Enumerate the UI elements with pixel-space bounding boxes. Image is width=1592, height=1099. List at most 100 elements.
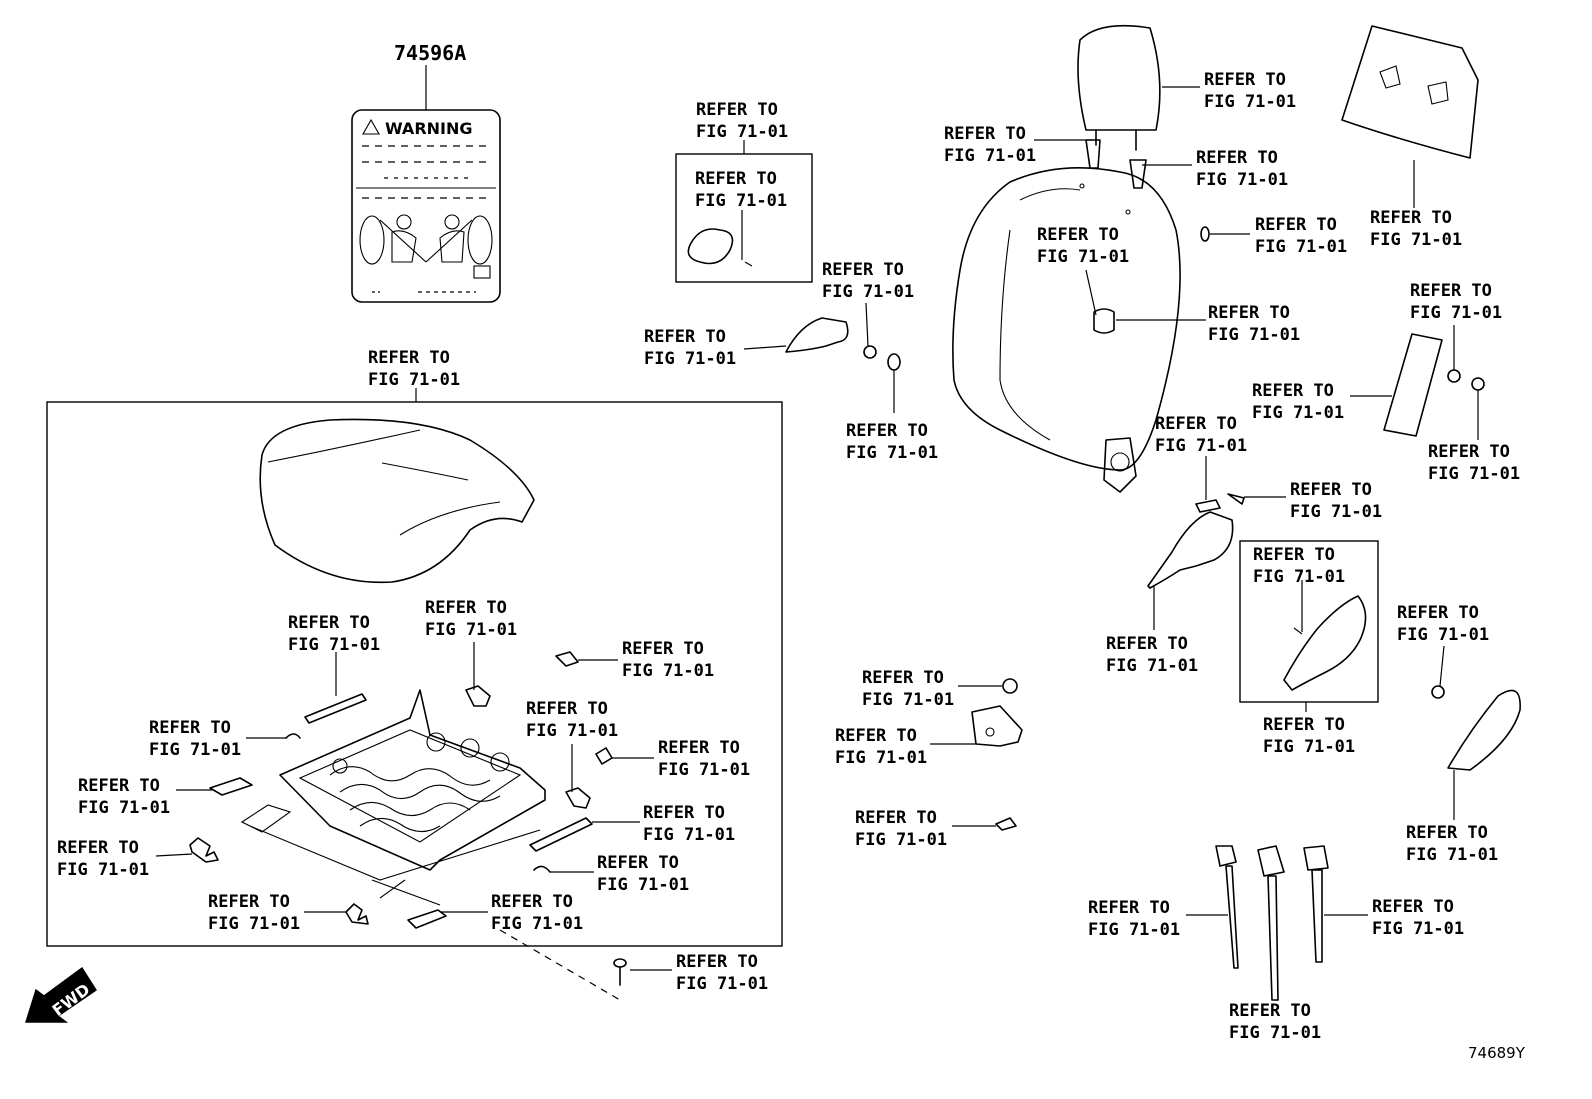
callout[interactable]: REFER TO FIG 71-01 bbox=[822, 260, 914, 302]
headrest[interactable] bbox=[1077, 24, 1161, 151]
callout[interactable]: REFER TO FIG 71-01 bbox=[1204, 70, 1296, 112]
center-bolt-part[interactable] bbox=[1002, 678, 1018, 694]
recliner-cover-part[interactable] bbox=[1283, 595, 1367, 691]
callout[interactable]: REFER TO FIG 71-01 bbox=[835, 726, 927, 768]
callout[interactable]: REFER TO FIG 71-01 bbox=[1397, 603, 1489, 645]
ring-part[interactable] bbox=[1200, 226, 1210, 242]
cable-tie-a[interactable] bbox=[1215, 845, 1239, 969]
callout[interactable]: REFER TO FIG 71-01 bbox=[1155, 414, 1247, 456]
headrest-guide-left[interactable] bbox=[1085, 139, 1101, 169]
seat-cushion-pad[interactable] bbox=[259, 418, 535, 584]
callout[interactable]: REFER TO FIG 71-01 bbox=[1263, 715, 1355, 757]
callout-line1: REFER TO bbox=[597, 853, 679, 873]
recliner-mechanism[interactable] bbox=[1103, 437, 1137, 493]
callout-line2: FIG 71-01 bbox=[846, 443, 938, 463]
callout[interactable]: REFER TO FIG 71-01 bbox=[696, 100, 788, 142]
callout-line1: REFER TO bbox=[1370, 208, 1452, 228]
warning-text: WARNING bbox=[385, 119, 473, 138]
callout[interactable]: REFER TO FIG 71-01 bbox=[1370, 208, 1462, 250]
side-cover-part[interactable] bbox=[1383, 333, 1443, 437]
spring-bar-part[interactable] bbox=[304, 693, 367, 724]
callout[interactable]: REFER TO FIG 71-01 bbox=[944, 124, 1036, 166]
callout[interactable]: REFER TO FIG 71-01 bbox=[1290, 480, 1382, 522]
callout[interactable]: REFER TO FIG 71-01 bbox=[1406, 823, 1498, 865]
callout[interactable]: REFER TO FIG 71-01 bbox=[1252, 381, 1344, 423]
rail-cover-part[interactable] bbox=[529, 817, 593, 852]
callout[interactable]: REFER TO FIG 71-01 bbox=[597, 853, 689, 895]
washer-part[interactable] bbox=[887, 353, 901, 371]
callout[interactable]: REFER TO FIG 71-01 bbox=[149, 718, 241, 760]
knob-part-a[interactable] bbox=[465, 685, 491, 707]
callout[interactable]: REFER TO FIG 71-01 bbox=[1208, 303, 1300, 345]
side-bolt-part[interactable] bbox=[1195, 493, 1245, 513]
recliner-knob-part[interactable] bbox=[1431, 685, 1521, 771]
callout[interactable]: REFER TO FIG 71-01 bbox=[1428, 442, 1520, 484]
bracket-part-b[interactable] bbox=[595, 747, 613, 765]
callout[interactable]: REFER TO FIG 71-01 bbox=[208, 892, 300, 934]
callout-line1: REFER TO bbox=[491, 892, 573, 912]
seat-cushion-frame[interactable] bbox=[240, 689, 546, 906]
callout-line2: FIG 71-01 bbox=[208, 914, 300, 934]
cap-part-right[interactable] bbox=[1471, 377, 1485, 391]
clip-part-a[interactable] bbox=[285, 733, 301, 739]
callout[interactable]: REFER TO FIG 71-01 bbox=[57, 838, 149, 880]
part-74596a-warning-label[interactable]: 74596A WARNING bbox=[351, 41, 501, 303]
callout[interactable]: REFER TO FIG 71-01 bbox=[368, 348, 460, 390]
diagram-code: 74689Y bbox=[1468, 1044, 1526, 1062]
lower-side-shield[interactable] bbox=[1147, 511, 1234, 589]
cover-part[interactable] bbox=[209, 777, 253, 796]
callout-line2: FIG 71-01 bbox=[644, 349, 736, 369]
callout[interactable]: REFER TO FIG 71-01 bbox=[1088, 898, 1180, 940]
seatback-frame[interactable] bbox=[952, 166, 1181, 471]
callout[interactable]: REFER TO FIG 71-01 bbox=[644, 327, 736, 369]
bolt-part-bottom[interactable] bbox=[613, 958, 627, 986]
small-clip-part[interactable] bbox=[995, 817, 1017, 831]
callout[interactable]: REFER TO FIG 71-01 bbox=[695, 169, 787, 211]
hook-part-a[interactable] bbox=[189, 837, 219, 863]
knob-part-b[interactable] bbox=[565, 787, 591, 809]
callout-line2: FIG 71-01 bbox=[149, 740, 241, 760]
cable-tie-c[interactable] bbox=[1303, 845, 1329, 963]
callout[interactable]: REFER TO FIG 71-01 bbox=[491, 892, 583, 934]
callout-line1: REFER TO bbox=[1253, 545, 1335, 565]
callout-line2: FIG 71-01 bbox=[288, 635, 380, 655]
callout[interactable]: REFER TO FIG 71-01 bbox=[526, 699, 618, 741]
callout[interactable]: REFER TO FIG 71-01 bbox=[846, 421, 938, 463]
seat-bracket-part[interactable] bbox=[785, 317, 849, 353]
headrest-cover[interactable] bbox=[1341, 25, 1479, 159]
hook-part-b[interactable] bbox=[345, 903, 369, 925]
callout[interactable]: REFER TO FIG 71-01 bbox=[1229, 1001, 1321, 1043]
callout-line1: REFER TO bbox=[1397, 603, 1479, 623]
clip-part-b[interactable] bbox=[533, 865, 551, 873]
callout[interactable]: REFER TO FIG 71-01 bbox=[676, 952, 768, 994]
hinge-bracket-part[interactable] bbox=[971, 705, 1023, 747]
callout[interactable]: REFER TO FIG 71-01 bbox=[622, 639, 714, 681]
headrest-guide-right[interactable] bbox=[1129, 159, 1147, 189]
callout[interactable]: REFER TO FIG 71-01 bbox=[1037, 225, 1129, 267]
callout[interactable]: REFER TO FIG 71-01 bbox=[425, 598, 517, 640]
callout[interactable]: REFER TO FIG 71-01 bbox=[1410, 281, 1502, 323]
callout[interactable]: REFER TO FIG 71-01 bbox=[1196, 148, 1288, 190]
nut-part-right[interactable] bbox=[1447, 369, 1461, 383]
slide-cover-part[interactable] bbox=[407, 909, 447, 929]
nut-part[interactable] bbox=[863, 345, 877, 359]
cable-tie-b[interactable] bbox=[1257, 845, 1285, 1001]
callout[interactable]: REFER TO FIG 71-01 bbox=[855, 808, 947, 850]
bracket-part-a[interactable] bbox=[555, 651, 579, 667]
callout-line1: REFER TO bbox=[57, 838, 139, 858]
callout[interactable]: REFER TO FIG 71-01 bbox=[658, 738, 750, 780]
callout-line2: FIG 71-01 bbox=[1263, 737, 1355, 757]
callout-line2: FIG 71-01 bbox=[1370, 230, 1462, 250]
callout[interactable]: REFER TO FIG 71-01 bbox=[1372, 897, 1464, 939]
callout[interactable]: REFER TO FIG 71-01 bbox=[643, 803, 735, 845]
wire-harness-part[interactable] bbox=[687, 228, 753, 267]
callout[interactable]: REFER TO FIG 71-01 bbox=[1255, 215, 1347, 257]
callout-line2: FIG 71-01 bbox=[1253, 567, 1345, 587]
callout[interactable]: REFER TO FIG 71-01 bbox=[862, 668, 954, 710]
callout[interactable]: REFER TO FIG 71-01 bbox=[78, 776, 170, 818]
callout[interactable]: REFER TO FIG 71-01 bbox=[288, 613, 380, 655]
callout[interactable]: REFER TO FIG 71-01 bbox=[1253, 545, 1345, 587]
callout[interactable]: REFER TO FIG 71-01 bbox=[1106, 634, 1198, 676]
recliner-cover-box bbox=[1239, 540, 1379, 703]
lumbar-lever-part[interactable] bbox=[1093, 308, 1115, 334]
